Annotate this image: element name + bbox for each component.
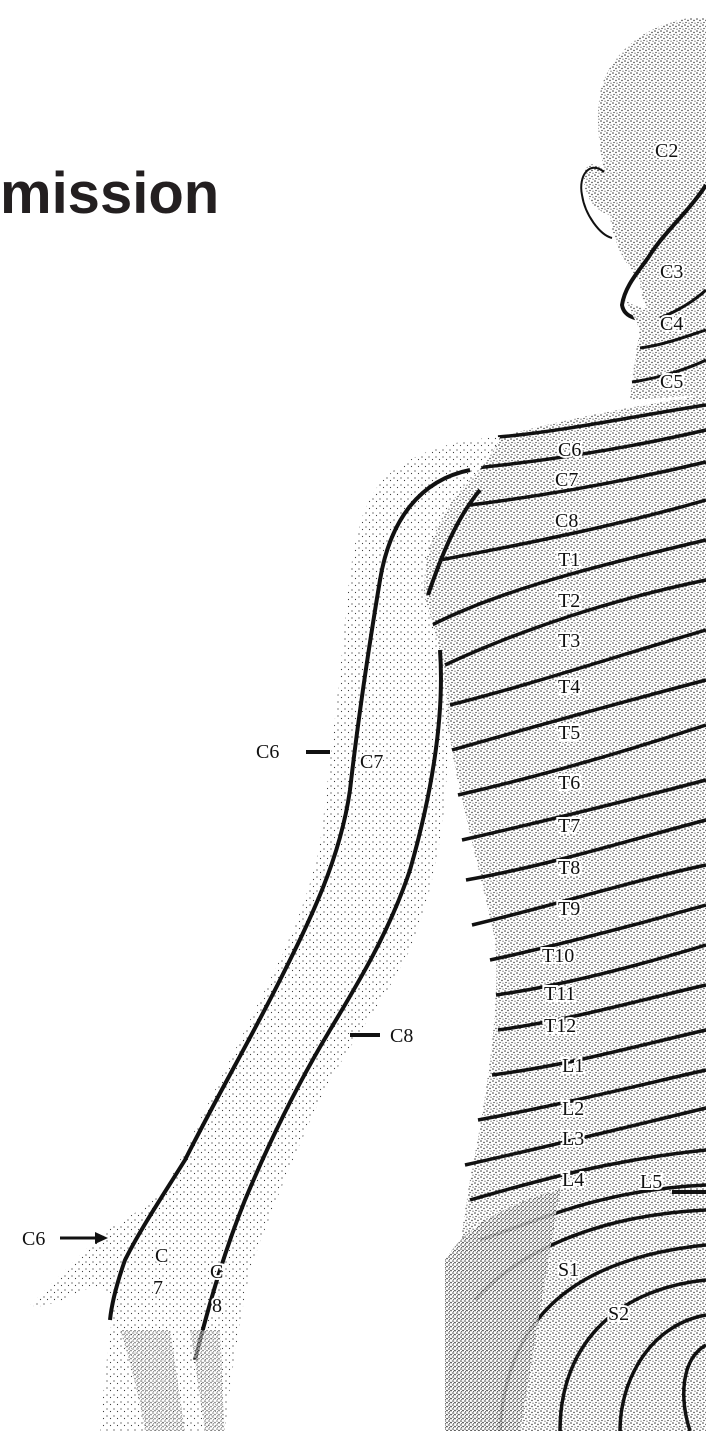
label-t11: T11 xyxy=(544,983,575,1005)
label-l4: L4 xyxy=(562,1169,584,1191)
label-arm-c8: C8 xyxy=(390,1025,413,1047)
label-c8: C8 xyxy=(555,510,578,532)
label-s1: S1 xyxy=(558,1259,579,1281)
label-t2: T2 xyxy=(558,590,580,612)
label-t7: T7 xyxy=(558,815,580,837)
label-t12: T12 xyxy=(544,1015,576,1037)
label-t9: T9 xyxy=(558,898,580,920)
head-region xyxy=(581,18,706,321)
label-c6: C6 xyxy=(558,439,581,461)
label-arm-c6-upper: C6 xyxy=(256,741,279,763)
label-t5: T5 xyxy=(558,722,580,744)
arm-region xyxy=(30,437,500,1431)
label-t3: T3 xyxy=(558,630,580,652)
label-hand-8: 8 xyxy=(212,1295,222,1317)
label-c5: C5 xyxy=(660,371,683,393)
label-c2: C2 xyxy=(655,140,678,162)
label-hand-c-left: C xyxy=(155,1245,168,1267)
label-l2: L2 xyxy=(562,1098,584,1120)
label-l5: L5 xyxy=(640,1171,662,1193)
label-hand-c-right: C xyxy=(210,1261,223,1283)
label-c3: C3 xyxy=(660,261,683,283)
label-t6: T6 xyxy=(558,772,580,794)
label-c4: C4 xyxy=(660,313,683,335)
right-edge-divider xyxy=(706,0,708,1431)
label-hand-7: 7 xyxy=(153,1277,163,1299)
label-t10: T10 xyxy=(542,945,574,967)
label-t1: T1 xyxy=(558,549,580,571)
label-c7: C7 xyxy=(555,469,578,491)
label-t8: T8 xyxy=(558,857,580,879)
label-arm-c7-upper: C7 xyxy=(360,751,383,773)
label-s2: S2 xyxy=(608,1303,629,1325)
label-hand-c6: C6 xyxy=(22,1228,45,1250)
label-l1: L1 xyxy=(562,1055,584,1077)
label-t4: T4 xyxy=(558,676,580,698)
label-l3: L3 xyxy=(562,1128,584,1150)
